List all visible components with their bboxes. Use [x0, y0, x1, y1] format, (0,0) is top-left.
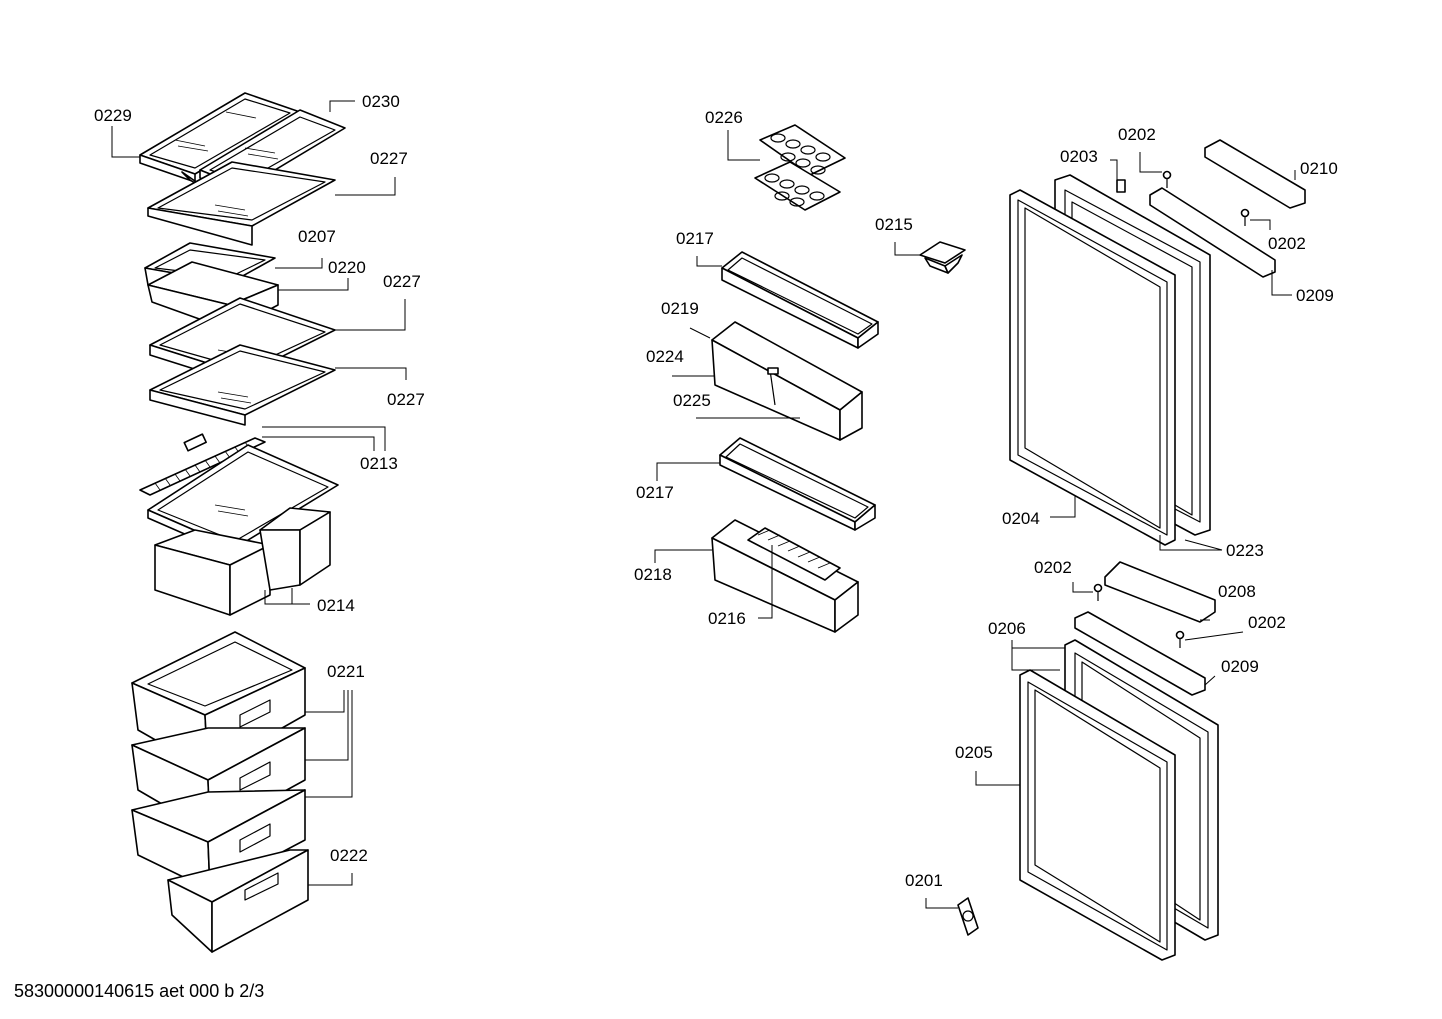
label-0213: 0213 — [360, 454, 398, 473]
label-0216: 0216 — [708, 609, 746, 628]
drawer-0214-left — [154, 529, 271, 616]
label-0227-c: 0227 — [387, 390, 425, 409]
bin-0219-0224 — [711, 321, 863, 441]
gasket-0205 — [1019, 669, 1176, 961]
label-0220: 0220 — [328, 258, 366, 277]
hinge-bracket-0209-bottom — [1074, 611, 1206, 696]
label-0201: 0201 — [905, 871, 943, 890]
screw-0202-a — [1162, 170, 1172, 188]
label-0225: 0225 — [673, 391, 711, 410]
document-id: 58300000140615 aet 000 b 2/3 — [14, 981, 264, 1001]
label-0221: 0221 — [327, 662, 365, 681]
bin-0218 — [711, 519, 859, 633]
handle-0210 — [1204, 139, 1306, 209]
label-0214: 0214 — [317, 596, 355, 615]
label-0222: 0222 — [330, 846, 368, 865]
cover-0208 — [1104, 561, 1216, 623]
leader-lines-middle — [654, 130, 920, 619]
hinge-bracket-0209-top — [1149, 187, 1276, 278]
shelf-0227-top — [147, 161, 336, 246]
screw-0202-d — [1175, 630, 1185, 648]
label-0205: 0205 — [955, 743, 993, 762]
leader-lines-left — [111, 100, 407, 886]
label-0218: 0218 — [634, 565, 672, 584]
label-0226: 0226 — [705, 108, 743, 127]
cap-0201 — [957, 897, 979, 936]
gasket-0204 — [1009, 189, 1176, 546]
shelf-0227-lower — [149, 344, 336, 426]
label-0207: 0207 — [298, 227, 336, 246]
label-0202-b: 0202 — [1268, 234, 1306, 253]
label-0227-b: 0227 — [383, 272, 421, 291]
cup-0215 — [919, 241, 966, 274]
label-0203: 0203 — [1060, 147, 1098, 166]
label-0217-a: 0217 — [676, 229, 714, 248]
screw-0202-b — [1240, 208, 1250, 226]
label-0210: 0210 — [1300, 159, 1338, 178]
label-0217-b: 0217 — [636, 483, 674, 502]
label-0223: 0223 — [1226, 541, 1264, 560]
label-0224: 0224 — [646, 347, 684, 366]
label-0209-a: 0209 — [1296, 286, 1334, 305]
hinge-0203 — [1116, 179, 1126, 193]
label-0208: 0208 — [1218, 582, 1256, 601]
label-0209-b: 0209 — [1221, 657, 1259, 676]
drawer-0214-right — [259, 507, 331, 591]
label-0204: 0204 — [1002, 509, 1040, 528]
egg-tray-0226 — [754, 124, 846, 211]
label-0229: 0229 — [94, 106, 132, 125]
label-0202-d: 0202 — [1248, 613, 1286, 632]
screw-0202-c — [1093, 583, 1103, 601]
label-0227-a: 0227 — [370, 149, 408, 168]
label-0215: 0215 — [875, 215, 913, 234]
part-labels: 0229 0230 0227 0207 0220 0227 0227 0213 … — [94, 92, 1338, 890]
label-0206: 0206 — [988, 619, 1026, 638]
label-0202-a: 0202 — [1118, 125, 1156, 144]
label-0230: 0230 — [362, 92, 400, 111]
leader-lines-right — [925, 152, 1296, 909]
label-0219: 0219 — [661, 299, 699, 318]
bottle-shelf-0217-lower — [719, 437, 876, 531]
bottle-shelf-0217-top — [721, 251, 879, 349]
label-0202-c: 0202 — [1034, 558, 1072, 577]
drawer-0222 — [167, 849, 309, 953]
